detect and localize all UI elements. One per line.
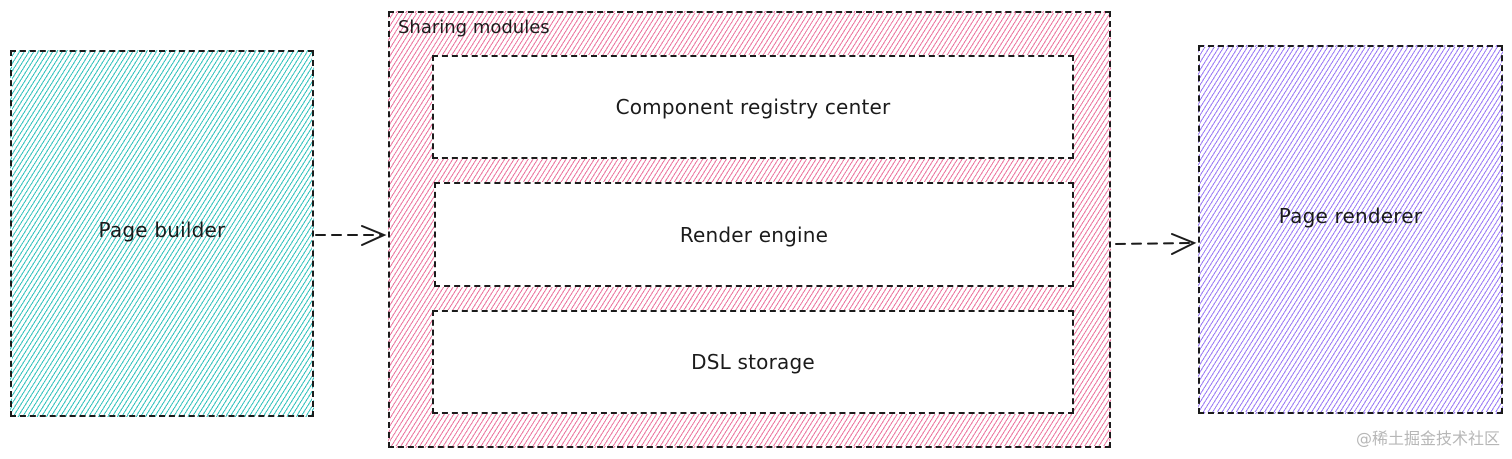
- sharing-modules-title: Sharing modules: [398, 17, 550, 38]
- sharing-modules-container: Sharing modules Component registry cente…: [388, 11, 1111, 448]
- module-label: Render engine: [679, 222, 829, 247]
- edge-sharing-to-renderer: [1115, 233, 1197, 255]
- page-builder-node: Page builder: [10, 50, 314, 417]
- watermark-text: @稀土掘金技术社区: [1355, 429, 1500, 448]
- edge-builder-to-sharing: [315, 225, 387, 246]
- module-label: Component registry center: [615, 95, 891, 119]
- module-dsl-storage: DSL storage: [432, 310, 1074, 414]
- page-renderer-label: Page renderer: [1278, 203, 1423, 228]
- arrowhead-icon: [361, 225, 387, 246]
- page-builder-label: Page builder: [98, 217, 226, 242]
- arrowhead-icon: [1171, 233, 1197, 255]
- module-render-engine: Render engine: [434, 182, 1074, 287]
- module-component-registry-center: Component registry center: [432, 55, 1074, 159]
- arrow-shaft: [1115, 242, 1193, 245]
- module-label: DSL storage: [691, 350, 815, 374]
- page-renderer-node: Page renderer: [1198, 45, 1503, 414]
